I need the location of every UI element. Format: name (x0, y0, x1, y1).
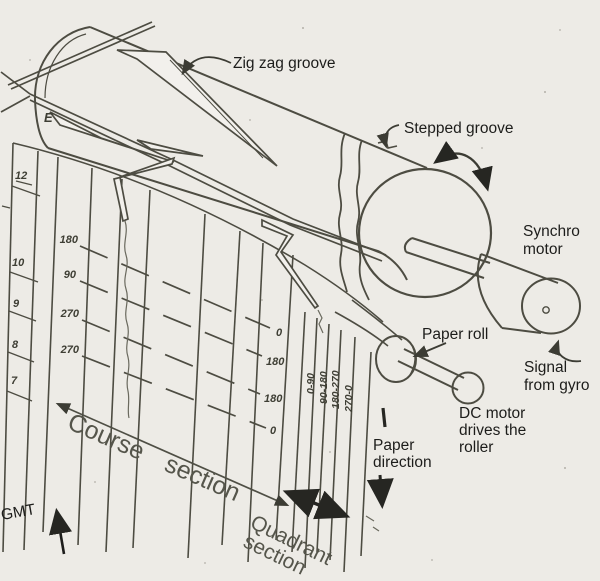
pen-arm-course (112, 156, 176, 223)
paper-top-edge (12, 142, 384, 323)
course-label: 0 (276, 327, 283, 339)
zig-zag-groove-group (0, 21, 387, 310)
paper-roll-label: Paper roll (422, 326, 488, 343)
course-section-label-1: Course (64, 408, 149, 466)
stepped-groove-lines (337, 132, 398, 301)
course-label: 180 (266, 356, 285, 368)
signal-arrow (548, 339, 582, 363)
course-grid-lines (79, 245, 271, 429)
quadrant-rules (291, 311, 372, 573)
quadrant-header: 0-90 (305, 373, 317, 394)
quadrant-header: 270-0 (343, 385, 355, 413)
course-label: 180 (60, 234, 79, 246)
course-label: 90 (64, 269, 77, 281)
zig-zag-arrow (181, 56, 232, 76)
drum-right-end (357, 167, 493, 299)
course-scale-right: 0 180 180 0 (264, 327, 285, 437)
drum-bottom-edge (47, 147, 408, 281)
synchro-motor-label-1: Synchro (523, 223, 580, 240)
pen-arm-quadrant (261, 218, 320, 310)
course-section-arrow (55, 402, 290, 507)
paper-roll-group (334, 299, 485, 405)
signal-from-gyro-label-2: from gyro (524, 377, 589, 394)
dc-motor-label-3: roller (459, 439, 493, 456)
time-scale: 12 10 9 8 7 (11, 170, 27, 387)
gmt-arrow (48, 507, 73, 555)
quadrant-header: 180-270 (330, 370, 342, 409)
synchro-shaft-dot (542, 306, 550, 314)
paper-direction-label-1: Paper (373, 437, 414, 454)
quadrant-header: 90-180 (318, 371, 330, 404)
time-label: 12 (15, 170, 27, 182)
dc-motor-label-2: drives the (459, 422, 526, 439)
zig-zag-groove-label: Zig zag groove (233, 55, 336, 72)
paper-direction-arrow (366, 474, 394, 509)
paper-roll-arrow (412, 342, 447, 358)
time-label: 10 (12, 257, 25, 269)
gmt-label: GMT (0, 501, 37, 524)
course-label: 270 (60, 308, 80, 320)
drum-left-end (33, 26, 91, 149)
stepped-groove-label: Stepped groove (404, 120, 513, 137)
time-label: 8 (12, 339, 19, 351)
paper-direction-bar (381, 407, 387, 428)
synchro-body (476, 253, 559, 334)
course-label: 270 (60, 344, 80, 356)
signal-from-gyro-label-1: Signal (524, 359, 567, 376)
zigzag-spike-3 (136, 139, 204, 157)
paper-direction-label-2: direction (373, 454, 432, 471)
time-label: 9 (13, 298, 20, 310)
quadrant-pen-trace (317, 309, 380, 532)
stepped-groove-arrow (376, 124, 400, 149)
quadrant-headers: 0-90 90-180 180-270 270-0 (305, 370, 355, 413)
zigzag-spike-1 (116, 49, 278, 167)
course-label: 180 (264, 393, 283, 405)
time-label: 7 (11, 375, 18, 387)
course-scale-left: 180 90 270 270 (60, 234, 80, 356)
synchro-motor-group (403, 237, 581, 335)
dc-motor-label-1: DC motor (459, 405, 525, 422)
drum-shaft (403, 237, 491, 279)
quadrant-section-arrow (282, 488, 351, 520)
dc-motor-ball (451, 371, 485, 405)
synchro-end-face (521, 277, 581, 335)
pen-carriage-bar (0, 21, 387, 262)
scan-noise (29, 27, 566, 564)
paper-roll-disc (375, 335, 417, 383)
course-section-label-2: section (161, 450, 245, 507)
time-ticks (1, 180, 41, 402)
e-mark: E (44, 110, 53, 125)
zigzag-spike-2 (49, 111, 175, 163)
course-label: 0 (270, 425, 277, 437)
drum-rotation-arrow (433, 140, 493, 192)
course-pen-trace (124, 220, 130, 419)
synchro-motor-label-2: motor (523, 241, 563, 258)
